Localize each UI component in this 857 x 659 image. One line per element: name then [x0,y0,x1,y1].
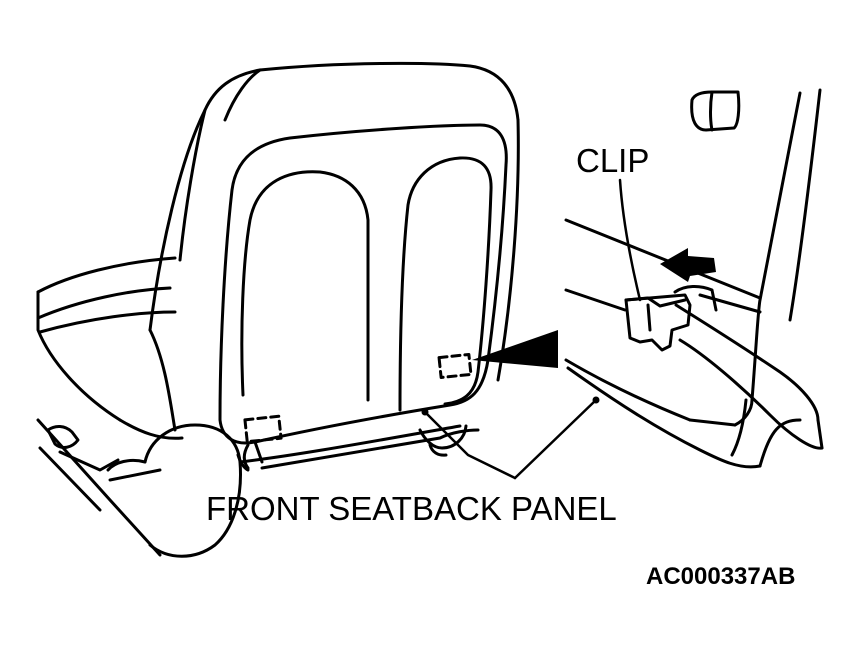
wedge-pointer-icon [472,330,558,368]
clip-part [624,285,718,352]
figure-code-label: AC000337AB [646,563,795,590]
seatback-base [238,424,480,470]
clip-label: CLIP [576,142,649,179]
trim-removal-tool [674,303,824,450]
clip-location-right [437,352,473,380]
leader-lines [423,178,642,480]
panel-leader-line-right [513,398,598,480]
clip-location-markers [243,352,473,444]
clip-location-left [243,414,283,444]
arrow-left-icon [660,248,716,282]
front-seatback-panel-label: FRONT SEATBACK PANEL [206,490,617,527]
door-latch-hole [690,90,741,132]
door-trim-detail [564,88,822,469]
seat-rail [36,418,162,557]
panel-leader-line-left [423,410,517,480]
clip-leader-line [618,178,642,302]
seat-cushion [36,256,184,440]
leader-dots [421,396,600,416]
seatback-shell [148,61,520,382]
